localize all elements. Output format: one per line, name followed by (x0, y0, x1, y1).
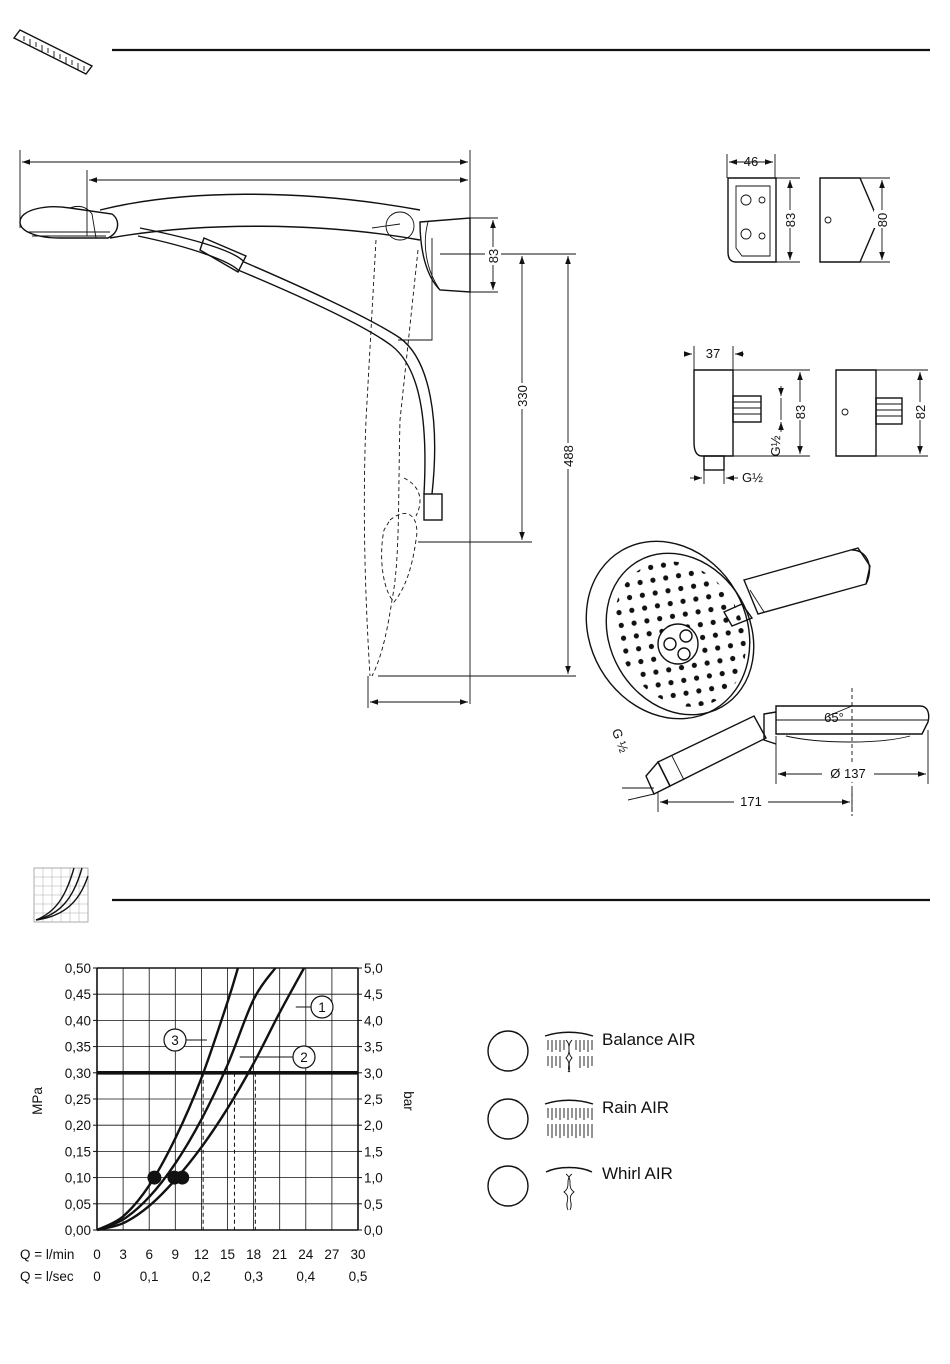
dim-thread-1: G½ (768, 435, 783, 456)
y-tick-left: 0,35 (65, 1040, 91, 1055)
dim-80: 80 (875, 213, 890, 227)
dim-488: 488 (561, 445, 576, 467)
balance-air-spray-icon (545, 1032, 593, 1072)
y-tick-right: 4,5 (364, 987, 383, 1002)
y-tick-right: 5,0 (364, 961, 383, 976)
ruler-icon (14, 30, 92, 74)
whirl-air-selector (488, 1166, 528, 1206)
series-label-2: 2 (300, 1050, 308, 1065)
dim-46: 46 (744, 154, 758, 169)
operating-point-3 (147, 1171, 161, 1185)
y-tick-right: 0,0 (364, 1223, 383, 1238)
dim-83-holder: 83 (783, 213, 798, 227)
x-tick-lsec: 0,5 (349, 1269, 368, 1284)
rain-air-label: Rain AIR (602, 1098, 669, 1118)
y-tick-left: 0,10 (65, 1171, 91, 1186)
x-tick-lmin: 9 (172, 1247, 180, 1262)
series-label-1: 1 (318, 1000, 326, 1015)
y-tick-left: 0,40 (65, 1013, 91, 1028)
shower-set-side-view: 83 330 488 (20, 150, 576, 708)
dim-330: 330 (515, 385, 530, 407)
x-tick-lsec: 0,2 (192, 1269, 211, 1284)
dim-angle: 65° (824, 710, 844, 725)
x-tick-lsec: 0,1 (140, 1269, 159, 1284)
hand-shower-perspective (554, 511, 870, 748)
chart-series-callouts: 1 2 3 (164, 996, 333, 1068)
y-tick-left: 0,50 (65, 961, 91, 976)
y-tick-left: 0,20 (65, 1118, 91, 1133)
dim-82: 82 (913, 405, 928, 419)
dim-thread-2: G½ (742, 470, 763, 485)
y-tick-right: 2,0 (364, 1118, 383, 1133)
y-tick-left: 0,25 (65, 1092, 91, 1107)
x-tick-lmin: 27 (324, 1247, 339, 1262)
wall-holder-views: 46 83 80 (727, 154, 890, 262)
operating-point-2 (167, 1171, 181, 1185)
balance-air-selector (488, 1031, 528, 1071)
y-axis-label-left: MPa (30, 1087, 45, 1115)
x-tick-lmin: 18 (246, 1247, 261, 1262)
y-tick-right: 3,0 (364, 1066, 383, 1081)
flow-chart-icon (34, 868, 88, 922)
whirl-air-label: Whirl AIR (602, 1164, 673, 1184)
balance-air-label: Balance AIR (602, 1030, 696, 1050)
x-tick-lmin: 21 (272, 1247, 287, 1262)
y-tick-left: 0,15 (65, 1144, 91, 1159)
x-tick-lmin: 30 (350, 1247, 365, 1262)
wall-outlet-views: 37 83 G½ G½ 82 (684, 346, 928, 485)
chart-tick-labels: 0,000,050,100,150,200,250,300,350,400,45… (65, 961, 383, 1284)
dim-171: 171 (740, 794, 762, 809)
y-tick-right: 1,0 (364, 1171, 383, 1186)
y-axis-label-right: bar (401, 1091, 416, 1111)
spray-modes (488, 1031, 593, 1210)
x-tick-lmin: 15 (220, 1247, 235, 1262)
x-tick-lsec: 0 (93, 1269, 101, 1284)
x-tick-lmin: 0 (93, 1247, 101, 1262)
y-tick-left: 0,05 (65, 1197, 91, 1212)
dim-thread-3: G ½ (609, 726, 632, 754)
y-tick-left: 0,45 (65, 987, 91, 1002)
dim-83-outlet: 83 (793, 405, 808, 419)
dim-37: 37 (706, 346, 720, 361)
x-tick-lmin: 3 (119, 1247, 127, 1262)
x-tick-lmin: 12 (194, 1247, 209, 1262)
y-tick-right: 1,5 (364, 1144, 383, 1159)
x-tick-lsec: 0,4 (296, 1269, 315, 1284)
rain-air-selector (488, 1099, 528, 1139)
x-axis-label-lmin: Q = l/min (20, 1247, 74, 1262)
y-tick-left: 0,30 (65, 1066, 91, 1081)
dim-diameter: Ø 137 (830, 766, 865, 781)
whirl-air-spray-icon (546, 1168, 592, 1211)
y-tick-right: 4,0 (364, 1013, 383, 1028)
x-axis-label-lsec: Q = l/sec (20, 1269, 74, 1284)
y-tick-right: 3,5 (364, 1040, 383, 1055)
y-tick-right: 2,5 (364, 1092, 383, 1107)
rain-air-spray-icon (545, 1100, 593, 1138)
x-tick-lmin: 24 (298, 1247, 314, 1262)
y-tick-left: 0,00 (65, 1223, 91, 1238)
dim-83-main: 83 (486, 249, 501, 263)
hand-shower-side-view: 65° 171 Ø 137 G ½ (609, 688, 929, 816)
y-tick-right: 0,5 (364, 1197, 383, 1212)
x-tick-lsec: 0,3 (244, 1269, 263, 1284)
series-label-3: 3 (171, 1033, 179, 1048)
flow-rate-chart: 0,000,050,100,150,200,250,300,350,400,45… (20, 961, 416, 1284)
x-tick-lmin: 6 (145, 1247, 153, 1262)
